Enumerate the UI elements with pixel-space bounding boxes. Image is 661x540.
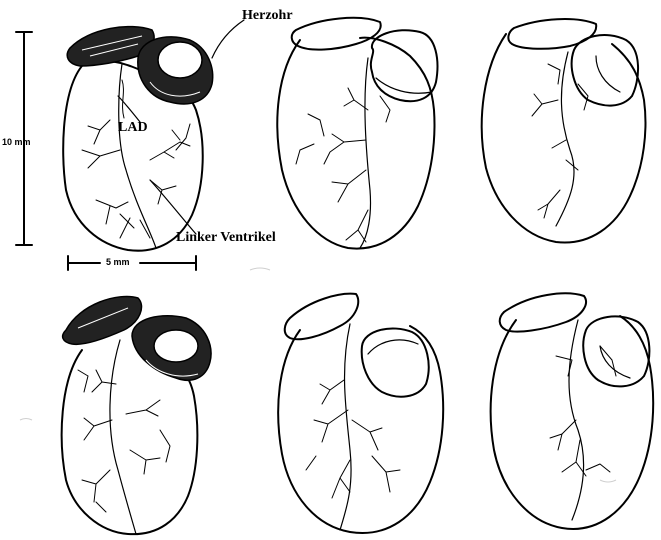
- label-scale-horizontal: 5 mm: [106, 257, 130, 267]
- label-herzohr: Herzohr: [242, 8, 293, 24]
- heart-r2c1: [62, 296, 211, 534]
- heart-r2c3: [491, 293, 654, 529]
- label-lad: LAD: [118, 120, 148, 136]
- label-scale-vertical: 10 mm: [2, 137, 31, 147]
- heart-r1c3: [482, 19, 646, 242]
- heart-r2c2: [278, 294, 443, 533]
- heart-r1c2: [277, 18, 437, 249]
- horizontal-scale-bar: [68, 256, 196, 270]
- label-linker-ventrikel: Linker Ventrikel: [176, 230, 276, 246]
- heart-r1c1: [63, 20, 244, 251]
